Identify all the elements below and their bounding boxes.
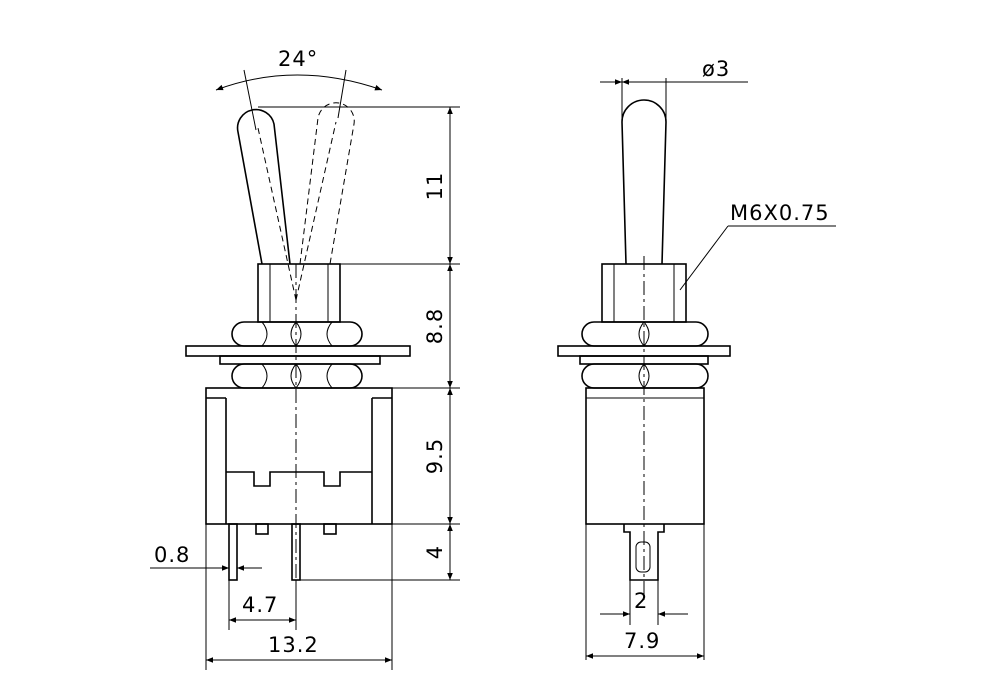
dim-lever-diameter-text: ø3 <box>702 57 730 81</box>
side-body <box>585 387 705 525</box>
dim-body-depth: 7.9 <box>624 629 660 653</box>
thread-callout: M6X0.75 <box>679 201 836 291</box>
dim-bushing-height: 8.8 <box>423 308 447 344</box>
front-pins <box>228 523 337 581</box>
front-lower-nut <box>231 363 363 389</box>
dim-lever-height: 11 <box>423 172 447 201</box>
dim-side-pin-width: 2 <box>634 589 648 613</box>
dim-body-height: 9.5 <box>423 438 447 474</box>
front-right-dims: 11 8.8 9.5 4 <box>258 106 460 581</box>
thread-spec-text: M6X0.75 <box>730 201 830 225</box>
dim-lever-diameter: ø3 <box>600 57 748 118</box>
dim-pin-length: 4 <box>423 545 447 559</box>
front-bottom-dims: 0.8 4.7 13.2 <box>150 524 393 670</box>
dim-body-width: 13.2 <box>268 633 319 657</box>
side-upper-nut <box>581 321 709 347</box>
front-view: 24° 11 8.8 9.5 4 <box>150 47 460 670</box>
side-pin <box>623 524 665 581</box>
side-view: ø3 M6X0.75 2 7.9 <box>557 57 836 660</box>
dim-lever-angle: 24° <box>215 47 383 131</box>
dim-pin-pitch: 4.7 <box>242 593 278 617</box>
front-body <box>205 387 393 525</box>
side-lower-nut <box>581 363 709 389</box>
front-mount-plate <box>185 345 411 365</box>
front-lever <box>236 108 291 265</box>
front-lever-alternate <box>257 102 355 301</box>
side-bottom-dims: 2 7.9 <box>585 524 705 660</box>
side-lever <box>621 99 667 265</box>
front-bushing <box>257 263 341 323</box>
dim-lever-angle-text: 24° <box>278 47 318 71</box>
dim-pin-width: 0.8 <box>154 543 190 567</box>
front-upper-nut <box>231 321 363 347</box>
